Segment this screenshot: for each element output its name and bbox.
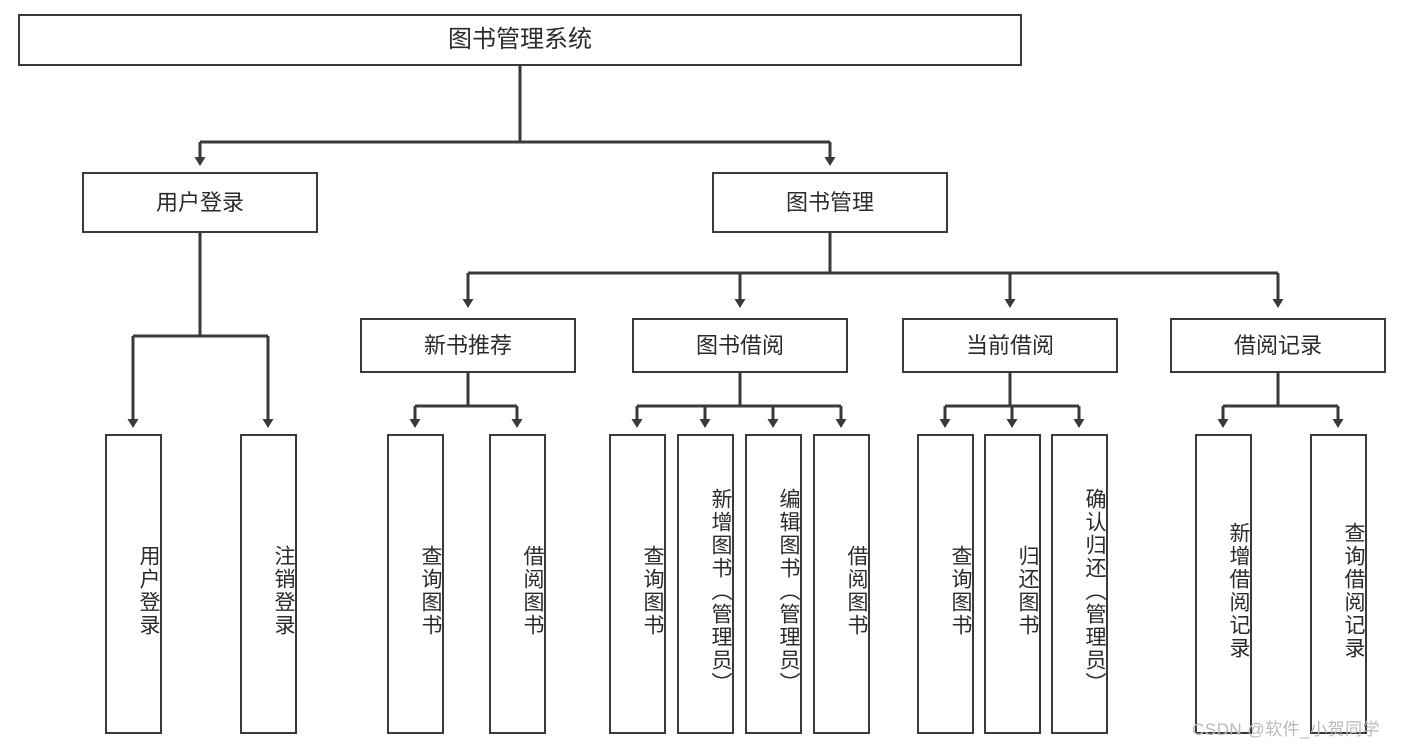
leaf-logout[interactable]: 注销登录 [240, 434, 297, 734]
node-label: 新增借阅记录 [1227, 522, 1250, 660]
node-label: 用户登录 [155, 189, 244, 215]
node-new-book-recommend[interactable]: 新书推荐 [360, 318, 576, 373]
node-label: 注销登录 [272, 545, 295, 637]
leaf-query-books-current[interactable]: 查询图书 [917, 434, 974, 734]
node-root-book-management-system[interactable]: 图书管理系统 [18, 14, 1022, 66]
leaf-confirm-return-admin[interactable]: 确认归还（管理员） [1051, 434, 1108, 734]
node-label: 编辑图书（管理员） [777, 487, 800, 695]
node-label: 用户登录 [137, 545, 160, 637]
node-label: 借阅图书 [521, 545, 544, 637]
node-label: 图书管理 [785, 189, 874, 215]
node-user-login[interactable]: 用户登录 [82, 172, 318, 233]
node-label: 查询图书 [419, 545, 442, 637]
leaf-edit-book-admin[interactable]: 编辑图书（管理员） [745, 434, 802, 734]
leaf-borrow-books[interactable]: 借阅图书 [813, 434, 870, 734]
node-label: 借阅记录 [1233, 332, 1322, 358]
node-current-borrow[interactable]: 当前借阅 [902, 318, 1118, 373]
leaf-borrow-books-recommend[interactable]: 借阅图书 [489, 434, 546, 734]
node-label: 查询图书 [641, 545, 664, 637]
leaf-return-books[interactable]: 归还图书 [984, 434, 1041, 734]
node-label: 确认归还（管理员） [1083, 487, 1106, 695]
leaf-add-borrow-record[interactable]: 新增借阅记录 [1195, 434, 1252, 734]
watermark-credit: CSDN @软件_小贺同学 [1192, 720, 1381, 739]
node-borrow-record[interactable]: 借阅记录 [1170, 318, 1386, 373]
node-label: 查询图书 [949, 545, 972, 637]
node-book-management[interactable]: 图书管理 [712, 172, 948, 233]
leaf-query-books-borrow[interactable]: 查询图书 [609, 434, 666, 734]
leaf-add-book-admin[interactable]: 新增图书（管理员） [677, 434, 734, 734]
node-label: 图书借阅 [695, 332, 784, 358]
node-label: 图书管理系统 [448, 25, 592, 53]
node-label: 新书推荐 [423, 332, 512, 358]
node-label: 当前借阅 [965, 332, 1054, 358]
node-label: 查询借阅记录 [1342, 522, 1365, 660]
node-label: 借阅图书 [845, 545, 868, 637]
node-label: 归还图书 [1016, 545, 1039, 637]
leaf-query-books-recommend[interactable]: 查询图书 [387, 434, 444, 734]
leaf-user-login[interactable]: 用户登录 [105, 434, 162, 734]
leaf-query-borrow-record[interactable]: 查询借阅记录 [1310, 434, 1367, 734]
node-label: 新增图书（管理员） [709, 487, 732, 695]
node-book-borrow[interactable]: 图书借阅 [632, 318, 848, 373]
